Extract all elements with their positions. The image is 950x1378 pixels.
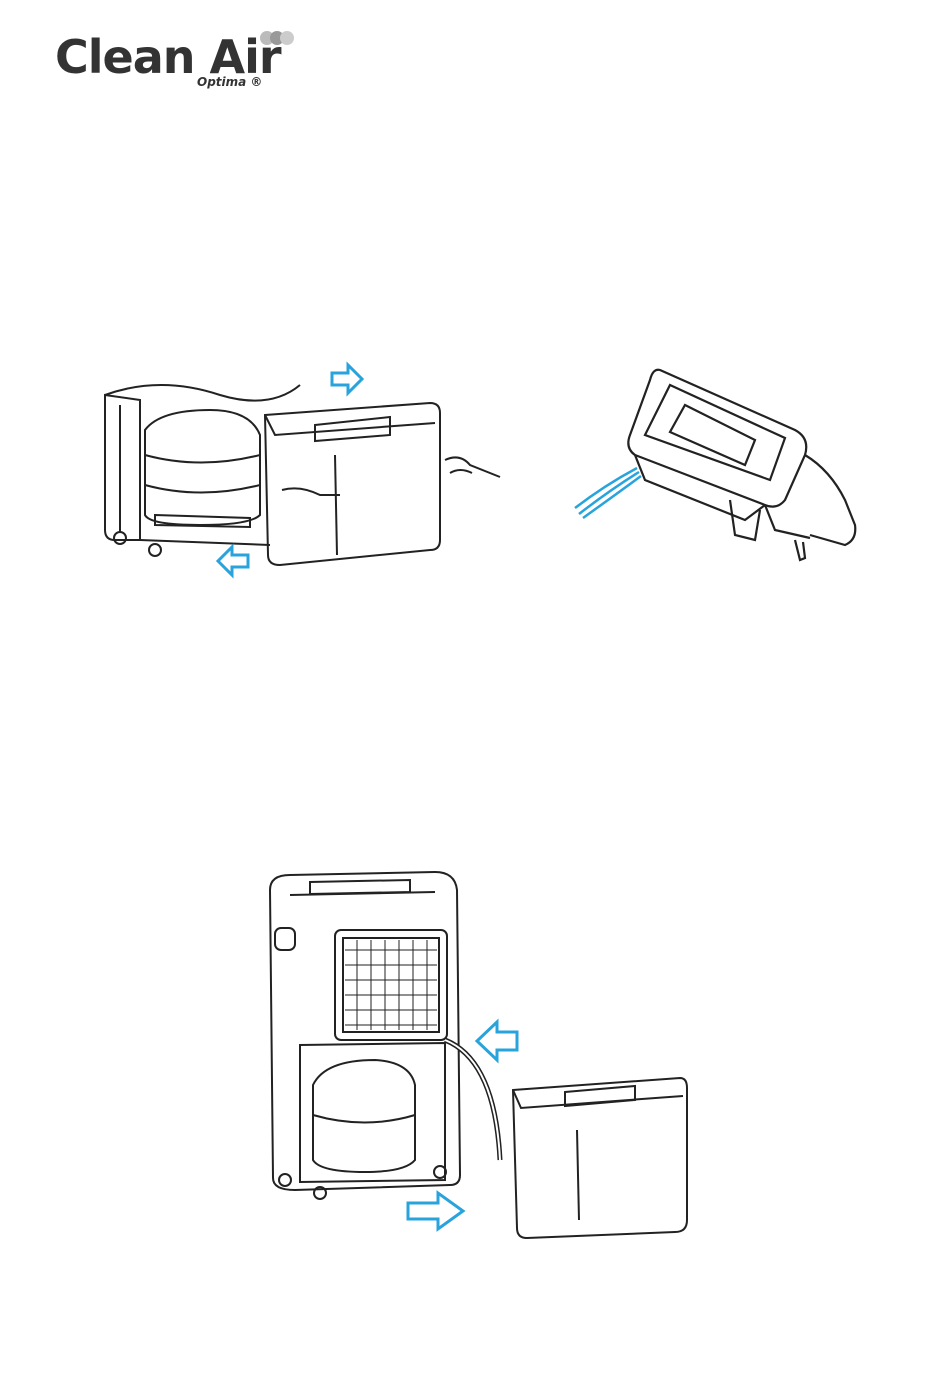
figure-tank-cover bbox=[565, 360, 865, 570]
figure-drain-hose bbox=[265, 860, 695, 1245]
brand-subtitle: Optima ® bbox=[197, 75, 262, 89]
tank-cover-illustration bbox=[565, 360, 865, 570]
drain-hose-illustration bbox=[265, 860, 695, 1245]
remove-tank-illustration bbox=[100, 355, 520, 585]
figure-remove-tank bbox=[100, 355, 520, 585]
brand-logo: Clean Air Optima ® bbox=[55, 28, 285, 98]
brand-dots-icon bbox=[247, 30, 297, 46]
